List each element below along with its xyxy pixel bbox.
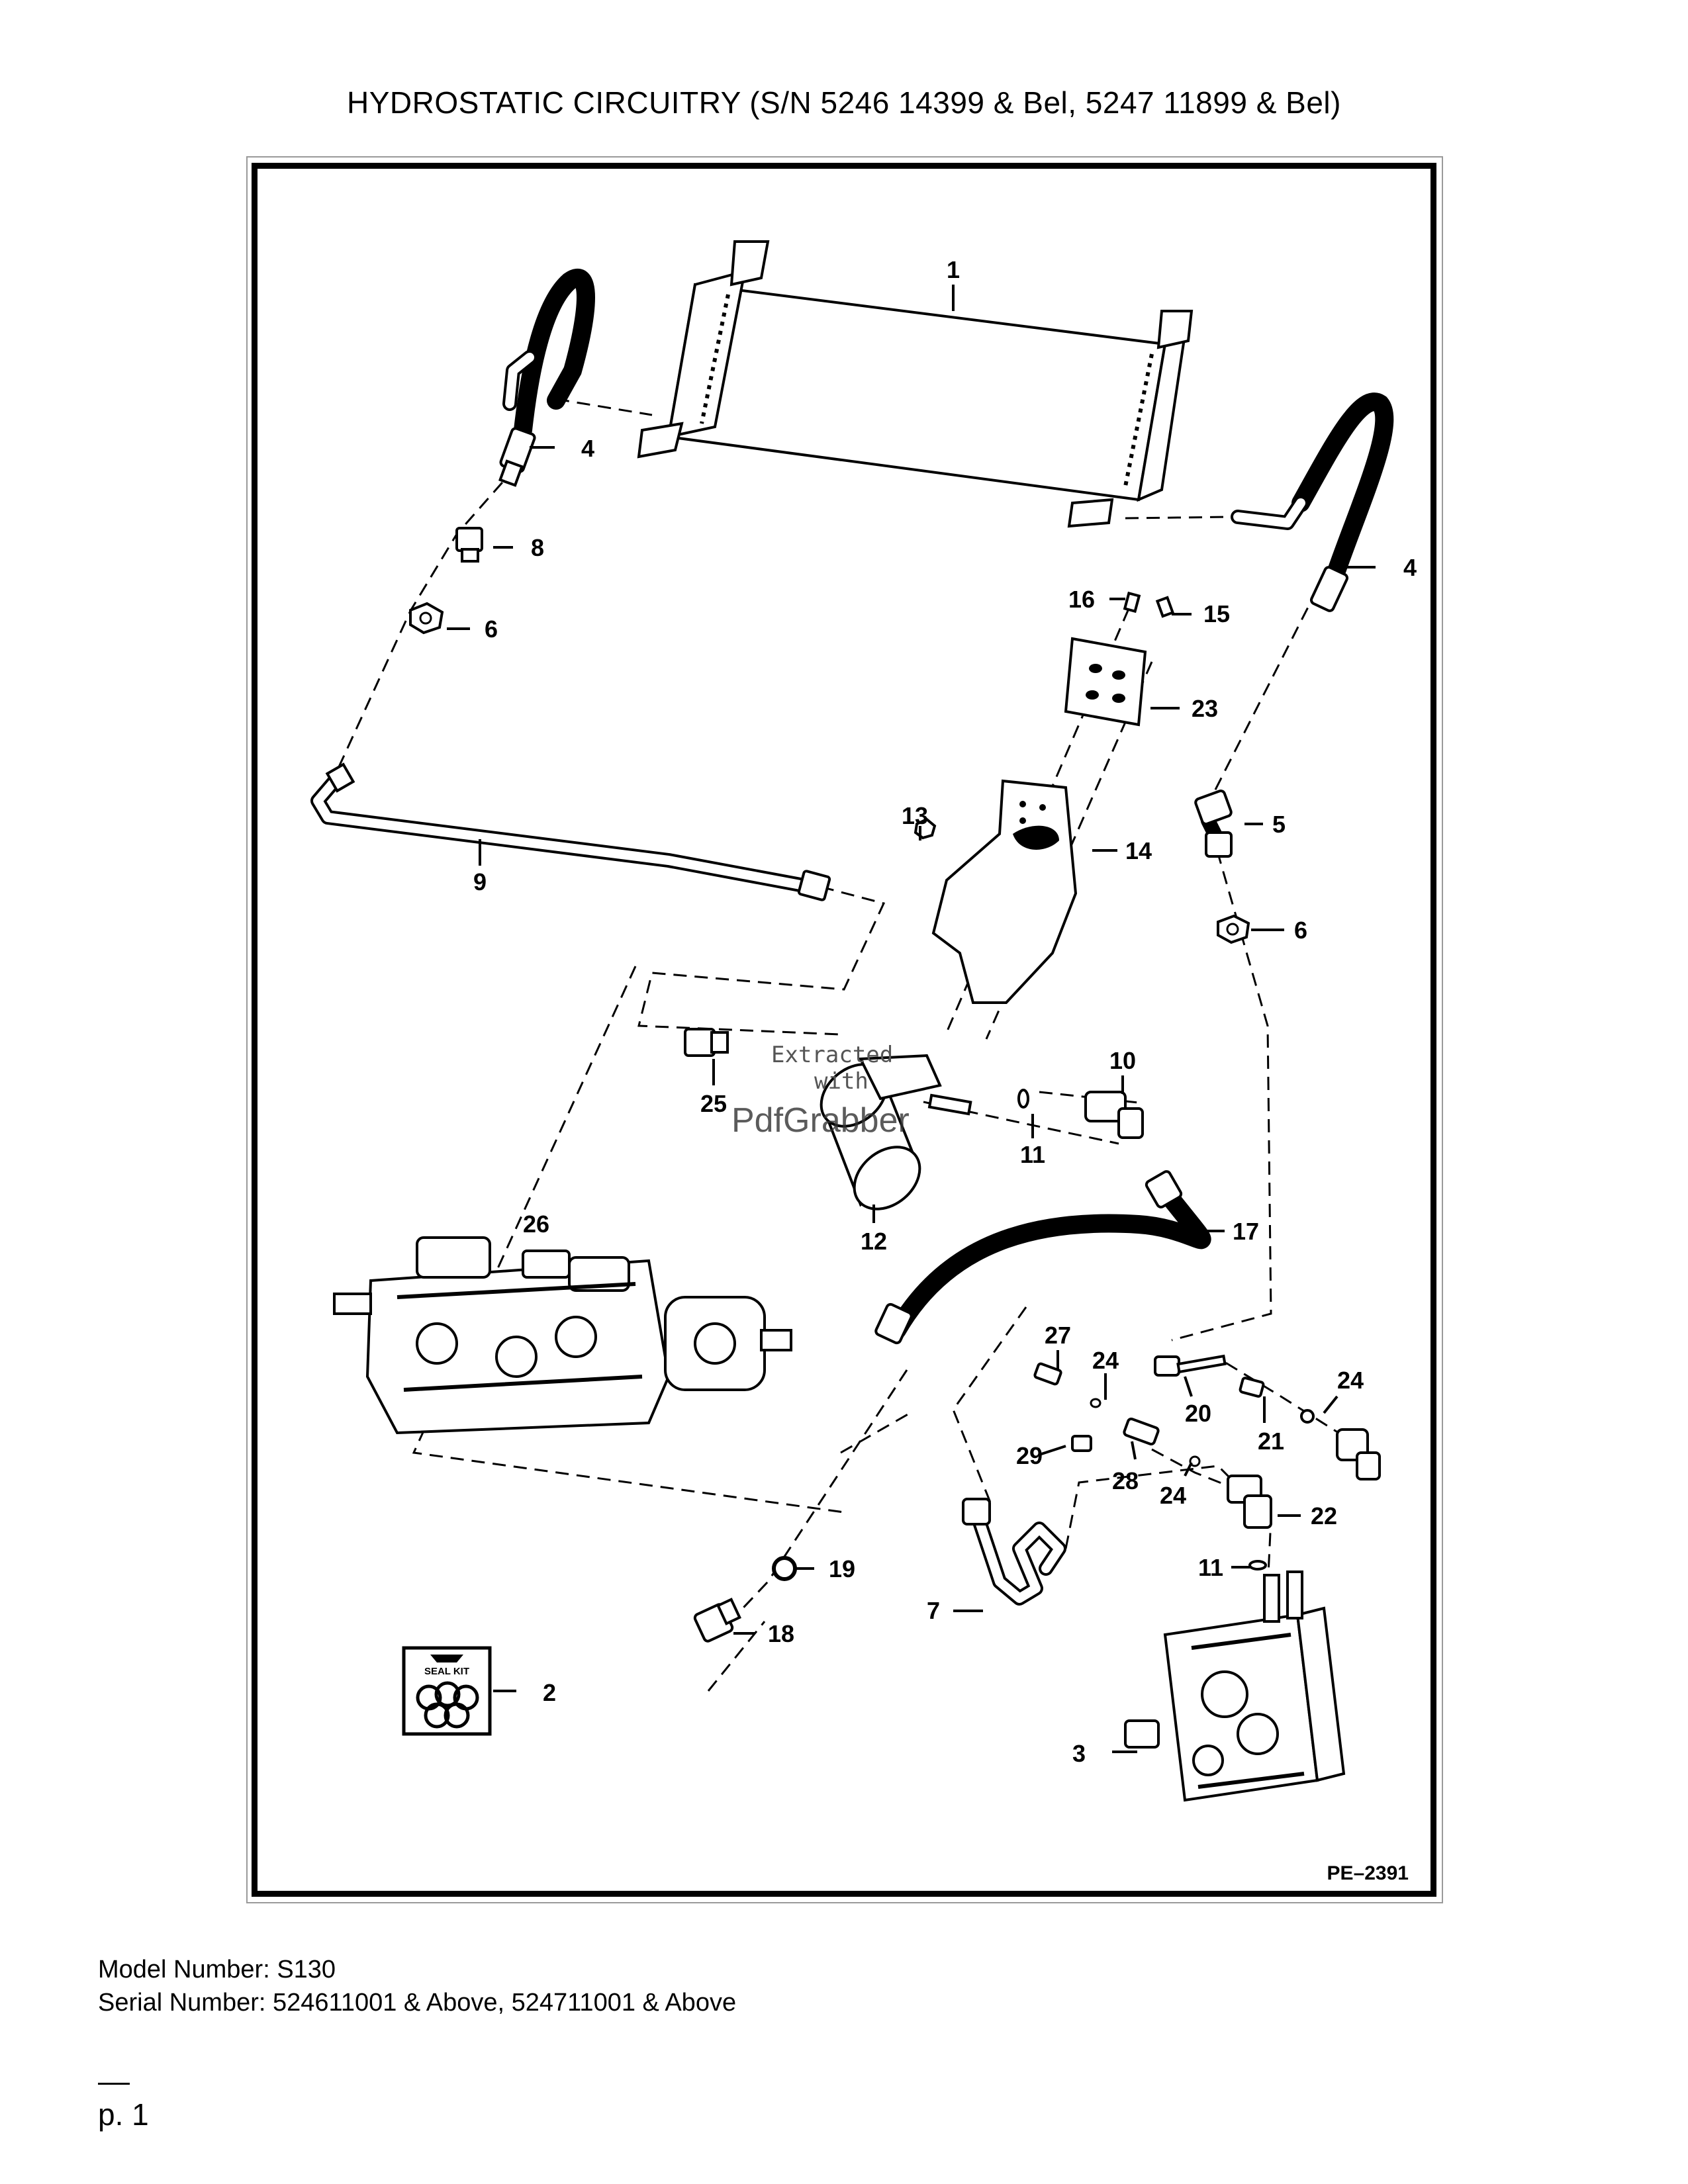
control-valve <box>1124 1570 1346 1802</box>
oil-filter <box>820 1054 972 1210</box>
callout-11-lower: 11 <box>1198 1554 1223 1581</box>
page-rule <box>98 2083 130 2085</box>
callout-8: 8 <box>531 534 544 561</box>
callout-9: 9 <box>473 868 487 895</box>
tube-7 <box>962 1498 1066 1606</box>
callout-29: 29 <box>1016 1442 1043 1469</box>
elbow-fitting-upper <box>1336 1428 1381 1480</box>
watermark-line3: PdfGrabber <box>731 1101 910 1140</box>
o-ring-11-lower <box>1248 1560 1267 1570</box>
callout-11-upper: 11 <box>1020 1141 1045 1168</box>
filter-bracket <box>931 779 1078 1004</box>
bolt-small <box>1123 591 1175 618</box>
callout-24-b: 24 <box>1337 1367 1364 1394</box>
hex-nut-right <box>1217 914 1250 944</box>
connector-21 <box>1239 1377 1265 1398</box>
callout-17: 17 <box>1233 1218 1259 1245</box>
callout-24-c: 24 <box>1160 1482 1186 1509</box>
callout-15: 15 <box>1203 600 1230 627</box>
plug-fitting <box>1033 1362 1062 1386</box>
callout-16: 16 <box>1068 586 1095 613</box>
adapter-fitting <box>684 1028 729 1057</box>
figure-frame <box>252 163 1436 1897</box>
callout-6-right: 6 <box>1294 917 1307 944</box>
bolt-20 <box>1154 1354 1227 1377</box>
model-number: Model Number: S130 <box>98 1956 336 1983</box>
elbow-fitting <box>1194 790 1233 858</box>
pdfgrabber-watermark: Extracted with PdfGrabber <box>731 1042 910 1140</box>
o-ring <box>1017 1089 1029 1109</box>
callout-12: 12 <box>861 1228 887 1255</box>
callout-27: 27 <box>1045 1322 1071 1349</box>
callout-26: 26 <box>523 1210 549 1238</box>
callout-20: 20 <box>1185 1400 1211 1427</box>
callout-22: 22 <box>1311 1502 1337 1529</box>
plug-29 <box>1071 1435 1092 1452</box>
callout-6-left: 6 <box>485 615 498 643</box>
callout-14: 14 <box>1125 837 1152 864</box>
tube-line <box>310 762 831 901</box>
callout-23: 23 <box>1192 695 1218 722</box>
elbow-fitting-22 <box>1227 1475 1272 1529</box>
callout-4-left: 4 <box>581 435 594 462</box>
elbow-fitting-10 <box>1084 1091 1144 1139</box>
callout-3: 3 <box>1072 1740 1086 1767</box>
exploded-parts-diagram: SEAL KIT <box>310 240 1417 1884</box>
callout-18: 18 <box>768 1620 794 1647</box>
callout-7: 7 <box>927 1597 940 1624</box>
callout-labels: 1 2 3 4 4 5 6 6 7 8 9 10 11 11 12 13 14 … <box>473 256 1417 1767</box>
o-rings-24 <box>1090 1398 1315 1467</box>
leader-lines <box>447 285 1376 1753</box>
callout-10: 10 <box>1109 1047 1136 1074</box>
o-ring-19 <box>772 1556 797 1581</box>
seal-kit: SEAL KIT <box>402 1646 492 1736</box>
straight-fitting <box>693 1598 741 1643</box>
callout-2: 2 <box>543 1679 556 1706</box>
callout-21: 21 <box>1258 1428 1284 1455</box>
hose-right <box>1231 392 1394 612</box>
hose-left <box>498 269 595 487</box>
watermark-line1: Extracted <box>771 1042 893 1068</box>
callout-24-a: 24 <box>1092 1347 1119 1374</box>
callout-1: 1 <box>947 256 960 283</box>
connector-fitting <box>455 527 483 563</box>
seal-kit-label: SEAL KIT <box>424 1666 469 1677</box>
watermark-line2: with <box>814 1068 868 1095</box>
callout-13: 13 <box>902 802 928 829</box>
callout-28: 28 <box>1112 1467 1139 1494</box>
callout-5: 5 <box>1272 811 1286 838</box>
figure-outer-border <box>246 156 1443 1903</box>
figure-code: PE–2391 <box>1327 1862 1409 1884</box>
mounting-plate <box>1064 637 1147 727</box>
serial-number: Serial Number: 524611001 & Above, 524711… <box>98 1989 737 2017</box>
callout-25: 25 <box>700 1090 727 1117</box>
hose-lower <box>874 1170 1211 1345</box>
hex-nut <box>409 602 444 635</box>
oil-cooler <box>637 240 1194 528</box>
connector-28 <box>1123 1417 1160 1446</box>
hydrostatic-pump <box>333 1236 792 1435</box>
callout-4-right: 4 <box>1403 554 1417 581</box>
callout-19: 19 <box>829 1555 855 1582</box>
page-number: p. 1 <box>98 2097 149 2132</box>
page-title: HYDROSTATIC CIRCUITRY (S/N 5246 14399 & … <box>347 85 1341 120</box>
